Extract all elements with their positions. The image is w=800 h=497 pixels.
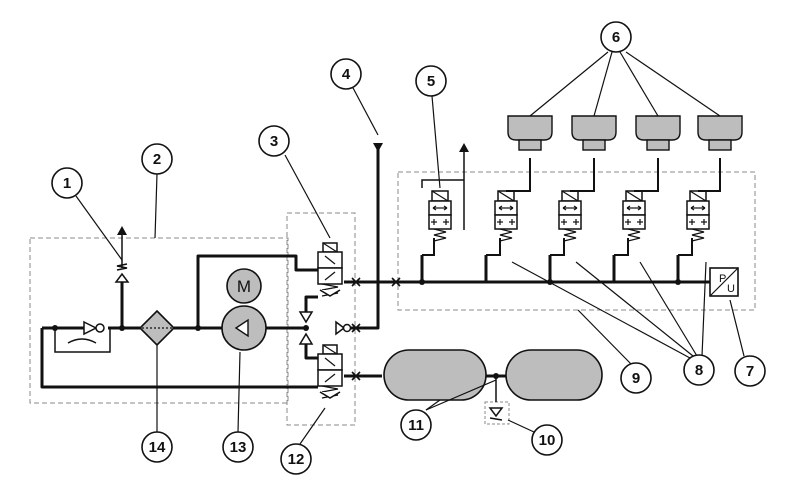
motor-icon: M	[226, 268, 262, 304]
valve-ports	[319, 289, 341, 399]
line-crossings	[351, 277, 401, 381]
supply-valve-icon	[317, 242, 343, 297]
callout-3: 3	[258, 125, 290, 157]
svg-text:9: 9	[632, 370, 640, 387]
svg-text:2: 2	[153, 151, 161, 168]
callout-1: 1	[51, 167, 83, 199]
svg-text:4: 4	[342, 66, 351, 83]
callout-10: 10	[531, 424, 563, 456]
svg-text:10: 10	[539, 432, 556, 449]
svg-text:13: 13	[230, 439, 247, 456]
callout-13: 13	[222, 431, 254, 463]
cup-valve-2-icon	[558, 190, 582, 242]
callout-7: 7	[734, 355, 766, 387]
vacuum-cup-2-icon	[571, 115, 617, 151]
sensor-label-bottom: U	[727, 283, 735, 295]
valve-to-manifold-links	[422, 158, 721, 256]
valve-manifold-boundary	[397, 171, 756, 311]
exhaust-arrow	[117, 226, 127, 235]
callout-6: 6	[600, 21, 632, 53]
callout-8: 8	[683, 354, 715, 386]
callout-2: 2	[141, 143, 173, 175]
cup-valve-4-icon	[686, 190, 710, 242]
supply-port-arrow	[373, 143, 383, 152]
callout-9: 9	[620, 362, 652, 394]
tank-valve-icon	[317, 344, 343, 399]
pipework	[40, 145, 710, 389]
callout-4: 4	[330, 58, 362, 90]
drain-valve-icon	[488, 407, 504, 421]
svg-text:12: 12	[288, 451, 305, 468]
pressure-sensor-icon: P U	[709, 267, 739, 297]
svg-text:3: 3	[270, 133, 278, 150]
compressor-unit-boundary	[29, 237, 289, 404]
junction-dots	[52, 279, 681, 379]
callout-5: 5	[415, 65, 447, 97]
svg-text:6: 6	[612, 29, 620, 46]
filter-icon	[138, 309, 176, 347]
leader-lines	[75, 51, 745, 445]
relief-valve-icon	[114, 263, 130, 283]
thin-lines	[54, 150, 497, 402]
cup-valve-3-icon	[622, 190, 646, 242]
callout-11: 11	[400, 409, 432, 441]
callout-12: 12	[280, 443, 312, 475]
cup-valve-1-icon	[494, 190, 518, 242]
motor-label: M	[237, 277, 251, 296]
svg-text:1: 1	[63, 175, 71, 192]
air-tank-1-icon	[383, 349, 487, 401]
check-valve-icon	[83, 320, 105, 336]
air-tank-2-icon	[505, 349, 603, 401]
callout-14: 14	[141, 431, 173, 463]
svg-text:11: 11	[408, 417, 424, 434]
exhaust-arrow	[459, 143, 469, 152]
valve-block-boundary	[286, 212, 356, 426]
svg-text:14: 14	[149, 439, 166, 456]
vacuum-cup-1-icon	[507, 115, 553, 151]
compressor-icon	[221, 305, 267, 351]
svg-text:5: 5	[427, 73, 435, 90]
svg-text:8: 8	[695, 362, 703, 379]
svg-text:7: 7	[746, 363, 754, 380]
drain-valve-boundary	[484, 401, 510, 425]
vacuum-cup-4-icon	[697, 115, 743, 151]
vacuum-cup-3-icon	[635, 115, 681, 151]
check-valve-icon	[298, 311, 352, 345]
sensor-label-top: P	[719, 273, 726, 285]
vent-valve-icon	[428, 190, 452, 242]
